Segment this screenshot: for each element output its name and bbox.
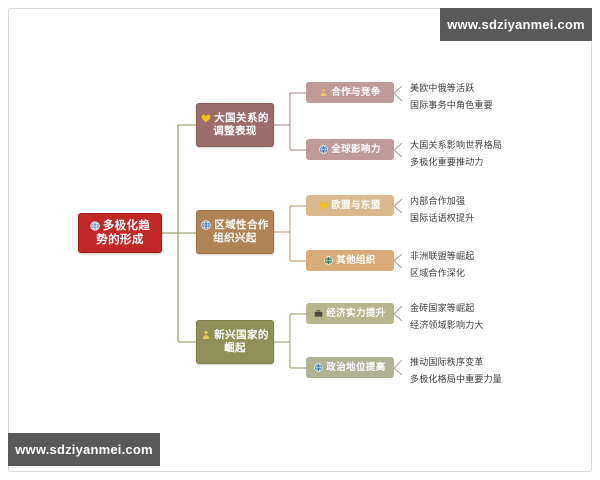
globe-icon <box>324 256 333 265</box>
subnode-label: 合作与竞争 <box>331 86 381 98</box>
subnode-label: 全球影响力 <box>331 143 381 155</box>
globe-icon <box>314 363 323 372</box>
person-icon <box>201 330 211 340</box>
branch-1-label-line2: 调整表现 <box>213 125 257 137</box>
branch-2-label-line2: 组织兴起 <box>213 232 257 244</box>
branch-node-2[interactable]: 区域性合作 组织兴起 <box>196 210 274 254</box>
subnode-eu-asean[interactable]: 欧盟与东盟 <box>306 195 394 216</box>
subnode-global-influence[interactable]: 全球影响力 <box>306 139 394 160</box>
branch-3-label-line1: 新兴国家的 <box>214 328 269 341</box>
branch-node-3[interactable]: 新兴国家的 崛起 <box>196 320 274 364</box>
heart-icon <box>201 114 211 123</box>
leaf-item: 金砖国家等崛起 <box>410 304 475 314</box>
globe-icon <box>319 145 328 154</box>
root-label-line1: 多极化趋 <box>102 219 151 232</box>
page-border <box>8 8 592 472</box>
root-label-line2: 势的形成 <box>96 234 144 246</box>
subnode-label: 经济实力提升 <box>326 307 386 319</box>
globe-icon <box>90 220 100 231</box>
leaf-item: 国际事务中角色重要 <box>410 101 493 111</box>
globe-icon <box>201 220 211 230</box>
branch-2-label-line1: 区域性合作 <box>214 218 269 231</box>
heart-icon <box>319 201 328 210</box>
subnode-label: 其他组织 <box>336 254 376 266</box>
branch-3-label-line2: 崛起 <box>224 342 246 354</box>
leaf-item: 经济领域影响力大 <box>410 321 484 331</box>
leaf-item: 区域合作深化 <box>410 269 466 279</box>
subnode-label: 欧盟与东盟 <box>331 199 381 211</box>
subnode-political-status[interactable]: 政治地位提高 <box>306 357 394 378</box>
subnode-cooperation-competition[interactable]: 合作与竞争 <box>306 82 394 103</box>
root-node[interactable]: 多极化趋 势的形成 <box>78 213 162 253</box>
leaf-item: 推动国际秩序变革 <box>410 358 484 368</box>
subnode-label: 政治地位提高 <box>326 361 386 373</box>
leaf-item: 美欧中俄等活跃 <box>410 84 475 94</box>
leaf-item: 国际话语权提升 <box>410 214 475 224</box>
person-icon <box>319 88 328 97</box>
leaf-item: 多极化格局中重要力量 <box>410 375 503 385</box>
briefcase-icon <box>314 309 323 318</box>
leaf-item: 多极化重要推动力 <box>410 158 484 168</box>
branch-node-1[interactable]: 大国关系的 调整表现 <box>196 103 274 147</box>
watermark-top-right: www.sdziyanmei.com <box>440 8 592 41</box>
leaf-item: 大国关系影响世界格局 <box>410 141 503 151</box>
subnode-other-organizations[interactable]: 其他组织 <box>306 250 394 271</box>
branch-1-label-line1: 大国关系的 <box>214 111 269 124</box>
subnode-economic-strength[interactable]: 经济实力提升 <box>306 303 394 324</box>
leaf-item: 内部合作加强 <box>410 197 466 207</box>
watermark-bottom-left: www.sdziyanmei.com <box>8 433 160 466</box>
leaf-item: 非洲联盟等崛起 <box>410 252 475 262</box>
